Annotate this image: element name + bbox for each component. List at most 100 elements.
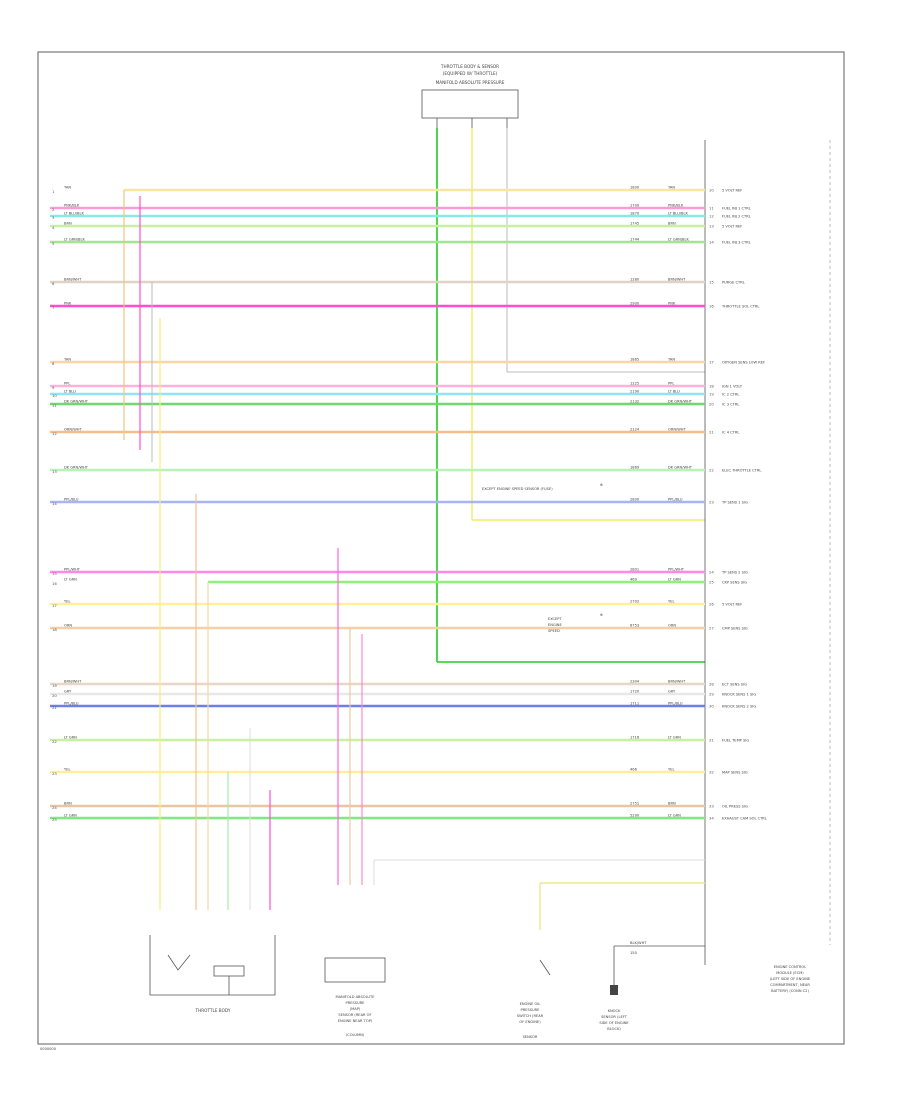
- svg-text:PRESSURE: PRESSURE: [521, 1008, 541, 1012]
- wire-pin-number: 14: [52, 501, 57, 506]
- wire-right-label: LT BLU/BLK: [668, 212, 688, 216]
- ecm-pin-number: 30: [709, 704, 714, 709]
- wire-circuit-code: 2751: [630, 802, 639, 806]
- wire-description: FUEL INJ 3 CTRL: [722, 241, 751, 245]
- wire-description: 5 VOLT REF: [722, 189, 742, 193]
- bottom-wire-label: BLK/WHT: [630, 941, 647, 945]
- ecm-pin-number: 13: [709, 224, 714, 229]
- wire-left-label: PPL/WHT: [64, 568, 81, 572]
- wire-right-label: DK GRN/WHT: [668, 400, 693, 404]
- svg-text:BLOCK): BLOCK): [607, 1027, 621, 1031]
- wire-description: 5 VOLT REF: [722, 225, 742, 229]
- wire-left-label: TAN: [63, 186, 71, 190]
- svg-text:(LEFT SIDE OF ENGINE: (LEFT SIDE OF ENGINE: [770, 977, 811, 981]
- wire-pin-number: 17: [52, 603, 57, 608]
- wire-description: EXHAUST CAM SOL CTRL: [722, 817, 767, 821]
- ecm-pin-number: 16: [709, 304, 714, 309]
- wire-circuit-code: 1744: [630, 238, 640, 242]
- ecm-pin-number: 23: [709, 500, 714, 505]
- ecm-pin-number: 18: [709, 384, 714, 389]
- wire-circuit-code: 2801: [630, 568, 639, 572]
- wire-right-label: PPL/BLU: [668, 702, 683, 706]
- wire-left-label: PNK/BLK: [64, 204, 80, 208]
- wire-left-label: LT GRN: [64, 814, 77, 818]
- ecm-pin-number: 15: [709, 280, 714, 285]
- wire-right-label: LT BLU: [668, 390, 680, 394]
- wire-description: IGN 1 VOLT: [722, 385, 743, 389]
- wire-description: IC 4 CTRL: [722, 431, 739, 435]
- wire-pin-number: 5: [52, 241, 55, 246]
- wire-pin-number: 25: [52, 817, 57, 822]
- wire-description: FUEL INJ 2 CTRL: [722, 215, 751, 219]
- wire-pin-number: 1: [52, 189, 55, 194]
- wire-description: CMP SENS SIG: [722, 627, 748, 631]
- wire-circuit-code: 2190: [630, 390, 640, 394]
- wire-circuit-code: 1869: [630, 466, 640, 470]
- wire-circuit-code: 1745: [630, 222, 639, 226]
- ecm-pin-number: 29: [709, 692, 714, 697]
- ecm-pin-number: 34: [709, 816, 714, 821]
- svg-text:ENGINE: ENGINE: [548, 623, 562, 627]
- wire-circuit-code: 466: [630, 768, 638, 772]
- ecm-pin-number: 14: [709, 240, 714, 245]
- wire-left-label: PPL/BLU: [64, 498, 79, 502]
- svg-text:⊕: ⊕: [600, 613, 603, 617]
- wire-circuit-code: 1700: [630, 204, 640, 208]
- wire-pin-number: 6: [52, 281, 55, 286]
- wire-left-label: YEL: [64, 600, 70, 604]
- wire-description: FUEL INJ 1 CTRL: [722, 207, 751, 211]
- svg-text:(COLUMN): (COLUMN): [346, 1033, 365, 1037]
- wire-left-label: GRY: [64, 690, 72, 694]
- wire-description: KNOCK SENS 2 SIG: [722, 705, 756, 709]
- wire-circuit-code: 1720: [630, 690, 640, 694]
- wire-right-label: YEL: [668, 768, 674, 772]
- wire-description: MAP SENS SIG: [722, 771, 748, 775]
- wire-left-label: PPL/BLU: [64, 702, 79, 706]
- svg-text:SENSOR (REAR OF: SENSOR (REAR OF: [338, 1013, 371, 1017]
- wire-pin-number: 22: [52, 739, 57, 744]
- wire-left-label: ORN: [64, 624, 72, 628]
- ecm-pin-number: 21: [709, 430, 714, 435]
- wire-left-label: ORN/WHT: [64, 428, 82, 432]
- ecm-label: ENGINE CONTROL MODULE (ECM) (LEFT SIDE O…: [770, 965, 811, 993]
- ecm-pin-number: 12: [709, 214, 714, 219]
- wire-left-label: YEL: [64, 768, 70, 772]
- top-component-line2: (EQUIPPED W/ THROTTLE): [443, 71, 498, 76]
- wire-description: CKP SENS SIG: [722, 581, 747, 585]
- ecm-pin-number: 28: [709, 682, 714, 687]
- wire-left-label: DK GRN/WHT: [64, 466, 89, 470]
- wire-circuit-code: 2900: [630, 302, 640, 306]
- wire-circuit-code: 1870: [630, 212, 640, 216]
- wire-pin-number: 9: [52, 385, 55, 390]
- wire-left-label: LT BLU: [64, 390, 76, 394]
- wire-right-label: YEL: [668, 600, 674, 604]
- wire-right-label: PNK: [668, 302, 676, 306]
- wire-pin-number: 21: [52, 705, 57, 710]
- svg-text:ENGINE CONTROL: ENGINE CONTROL: [774, 965, 806, 969]
- wire-description: THROTTLE SOL CTRL: [721, 305, 759, 309]
- svg-text:SENSOR (LEFT: SENSOR (LEFT: [601, 1015, 628, 1019]
- wire-right-label: PPL: [668, 382, 674, 386]
- wire-left-label: DK GRN/WHT: [64, 400, 89, 404]
- wire-description: KNOCK SENS 1 SIG: [722, 693, 756, 697]
- svg-text:SPEED: SPEED: [548, 629, 560, 633]
- wire-description: PURGE CTRL: [722, 281, 745, 285]
- wire-right-label: DK GRN/WHT: [668, 466, 693, 470]
- ecm-pin-number: 32: [709, 770, 714, 775]
- wire-right-label: LT GRN: [668, 814, 681, 818]
- wire-description: ELEC THROTTLE CTRL: [722, 469, 761, 473]
- wire-pin-number: 11: [52, 403, 57, 408]
- wire-right-label: BRN: [668, 802, 676, 806]
- wire-right-label: LT GRN: [668, 736, 681, 740]
- ecm-pin-number: 33: [709, 804, 714, 809]
- wire-circuit-code: 2800: [630, 498, 640, 502]
- ecm-pin-number: 31: [709, 738, 714, 743]
- wire-left-label: LT GRN/BLK: [64, 238, 85, 242]
- wire-description: TP SENS 2 SIG: [721, 571, 748, 575]
- ecm-pin-number: 11: [709, 206, 714, 211]
- wire-description: IC 3 CTRL: [722, 403, 739, 407]
- mid-note-1: EXCEPT ENGINE SPEED SENSOR (FUSE): [482, 487, 553, 491]
- wire-right-label: PPL/BLU: [668, 498, 683, 502]
